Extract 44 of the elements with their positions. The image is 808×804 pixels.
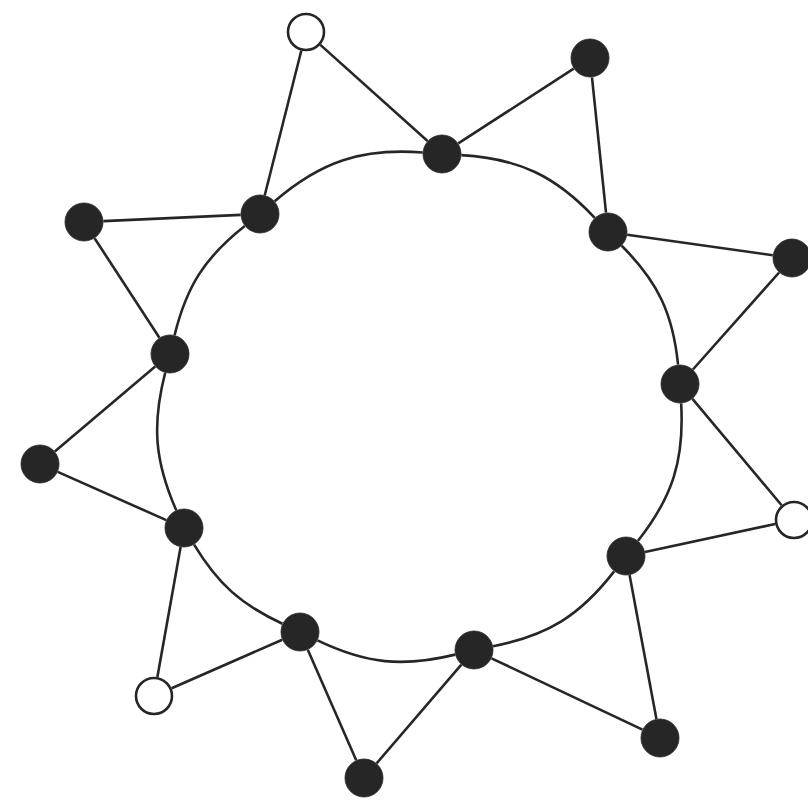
dot-node <box>640 718 680 758</box>
dot-node <box>280 612 320 652</box>
arc-line <box>173 225 246 336</box>
line <box>691 398 783 507</box>
line <box>319 43 429 142</box>
arc-line <box>155 372 178 511</box>
arc-line <box>620 244 680 365</box>
line <box>103 213 241 223</box>
line <box>644 522 776 554</box>
hollow-node <box>134 676 174 716</box>
line <box>306 649 358 761</box>
arc-line <box>461 153 596 219</box>
line <box>490 657 644 731</box>
dot-node <box>20 444 60 484</box>
dot-node <box>588 212 628 252</box>
line <box>590 77 608 213</box>
arc-line <box>492 570 616 648</box>
dot-node <box>454 630 494 670</box>
line <box>171 638 283 690</box>
dot-node <box>64 202 104 242</box>
dot-node <box>606 536 646 576</box>
line <box>156 546 182 678</box>
dot-node <box>344 758 384 798</box>
arc-line <box>636 403 683 542</box>
dot-node <box>240 194 280 234</box>
dot-node <box>150 334 190 374</box>
hollow-node <box>774 500 808 540</box>
arc-line <box>193 543 283 625</box>
line <box>627 233 773 257</box>
dot-node <box>164 508 204 548</box>
line <box>628 574 658 720</box>
line <box>93 237 161 339</box>
line <box>691 271 781 371</box>
line <box>53 365 157 453</box>
hollow-node <box>286 12 326 52</box>
arc-line <box>273 150 423 203</box>
line <box>457 67 575 145</box>
dot-node <box>422 134 462 174</box>
arc-line <box>316 639 456 664</box>
line <box>57 470 167 522</box>
dot-node <box>570 38 610 78</box>
line <box>263 50 303 196</box>
dot-node <box>660 364 700 404</box>
line <box>375 663 463 765</box>
